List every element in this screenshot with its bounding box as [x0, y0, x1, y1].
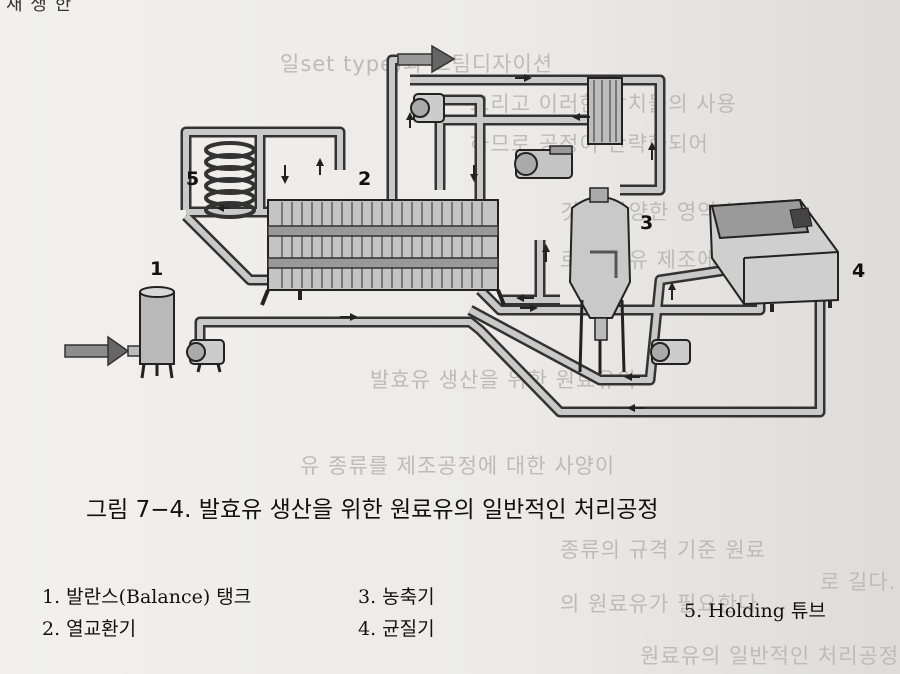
flow-direction-arrows: [216, 74, 676, 412]
label-evaporator: 3: [640, 212, 654, 234]
pipe-network: [180, 54, 826, 418]
figure-caption: 그림 7−4. 발효유 생산을 위한 원료유의 일반적인 처리공정: [86, 497, 659, 523]
top-cut-text: 재 생 한: [6, 0, 73, 15]
label-homogenizer: 4: [852, 260, 866, 282]
vacuum-pump: [514, 145, 573, 179]
legend-item-holding-tube: 5. Holding 튜브: [684, 600, 826, 622]
evaporator: [568, 187, 632, 374]
hot-water-heater: [410, 93, 445, 123]
evaporator-pump: [650, 339, 691, 365]
legend-item-homogenizer: 4. 균질기: [358, 618, 435, 640]
legend-item-heat-exchanger: 2. 열교환기: [42, 618, 137, 640]
feed-pump: [186, 339, 225, 373]
label-balance-tank: 1: [150, 258, 164, 280]
plate-heat-exchanger: [260, 199, 506, 306]
holding-tube: [204, 141, 256, 219]
product-outlet-arrow: [397, 44, 456, 74]
legend-item-balance-tank: 1. 발란스(Balance) 탱크: [42, 586, 252, 608]
label-heat-exchanger: 2: [358, 168, 372, 190]
balance-tank: [139, 286, 175, 379]
legend-item-evaporator: 3. 농축기: [358, 586, 435, 608]
cooling-heat-exchanger: [587, 77, 623, 145]
homogenizer: [708, 198, 839, 312]
label-holding-tube: 5: [186, 168, 200, 190]
